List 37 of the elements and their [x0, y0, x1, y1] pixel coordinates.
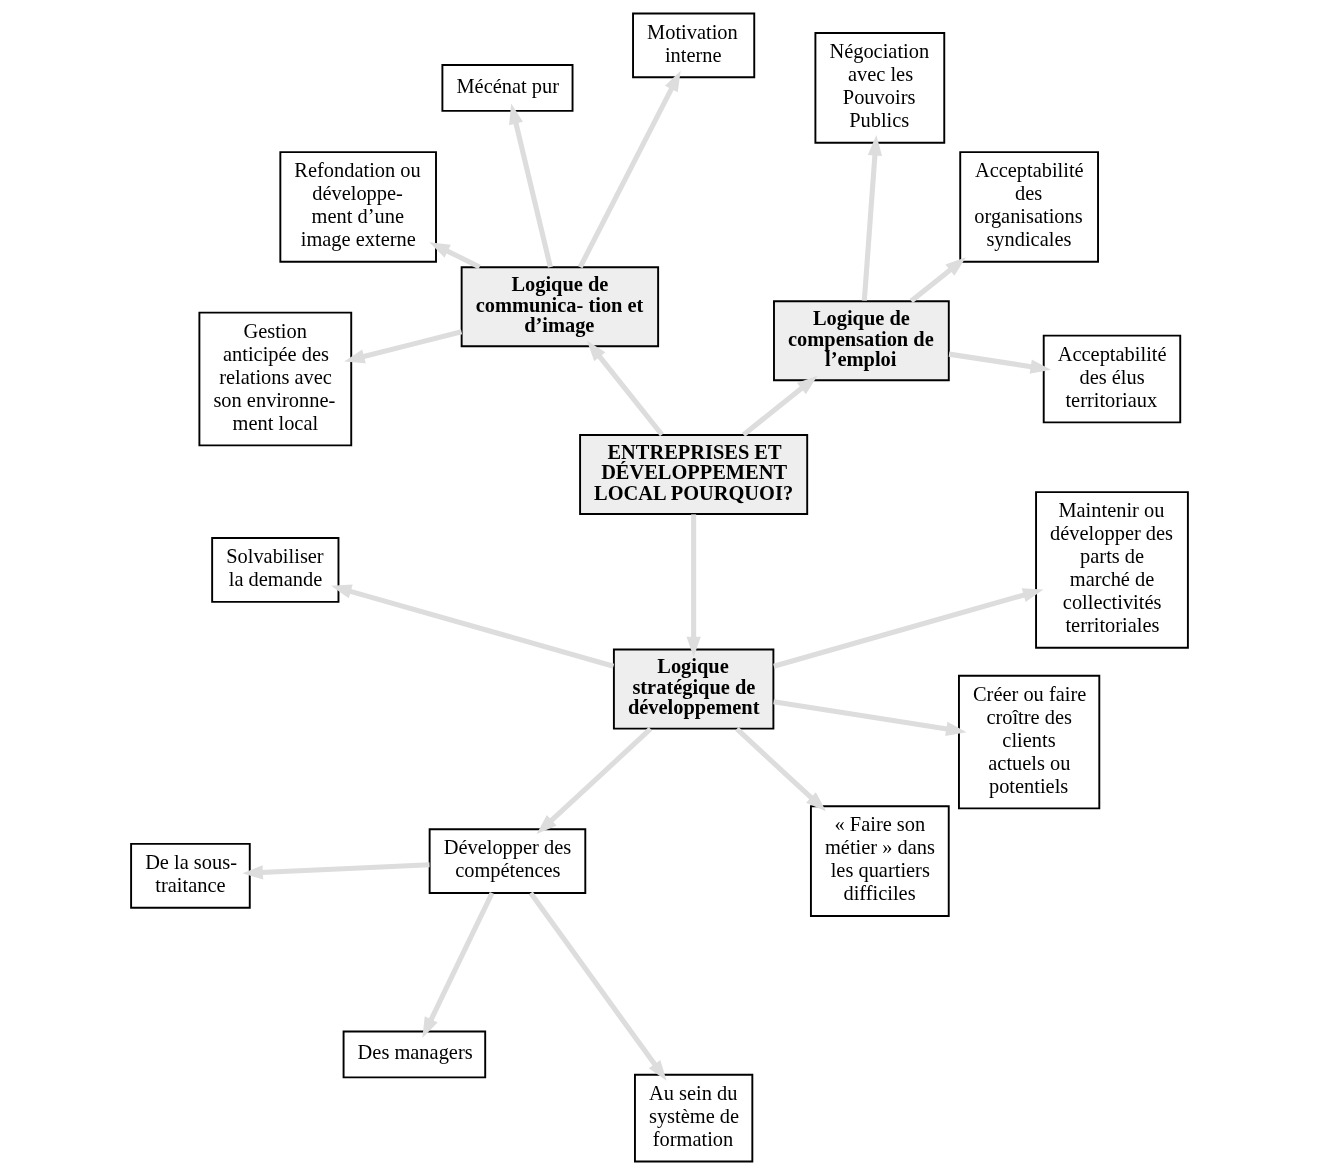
- node-box: Négociation avec les Pouvoirs Publics: [814, 32, 946, 144]
- node-box: Développer des compétences: [428, 828, 587, 894]
- arrow: [861, 135, 883, 301]
- node-box: Acceptabilité des élus territoriaux: [1042, 334, 1182, 424]
- node-box: Logique de communica- tion et d’image: [460, 266, 660, 348]
- node-box: Logique stratégique de développement: [612, 648, 775, 730]
- arrow: [429, 242, 481, 270]
- node-box: Solvabiliser la demande: [211, 537, 340, 603]
- arrow: [773, 588, 1044, 669]
- arrow: [422, 891, 495, 1038]
- node-box: De la sous- traitance: [130, 842, 251, 909]
- node-box: Mécénat pur: [441, 63, 574, 112]
- node-box: Gestion anticipée des relations avec son environne- ment local: [198, 311, 353, 447]
- arrow: [741, 375, 818, 437]
- arrow: [773, 699, 967, 736]
- node-box: Créer ou faire croître des clients actuels ou potentiels: [958, 674, 1101, 810]
- node-box: Maintenir ou développer des parts de marché de collectivités territoriales: [1035, 491, 1189, 649]
- arrow: [242, 862, 430, 880]
- arrow: [577, 70, 681, 269]
- node-box: Au sein du système de formation: [634, 1073, 754, 1163]
- node-box: ENTREPRISES ET DÉVELOPPEMENT LOCAL POURQUOI?: [579, 433, 809, 515]
- node-box: Motivation interne: [632, 12, 756, 79]
- arrow: [686, 514, 701, 658]
- node-box: Logique de compensation de l’emploi: [773, 300, 950, 382]
- node-box: Des managers: [342, 1030, 487, 1079]
- node-box: Acceptabilité des organisations syndicales: [959, 151, 1099, 263]
- arrow: [509, 103, 553, 268]
- arrow: [587, 340, 664, 437]
- arrow: [344, 329, 463, 364]
- node-box: « Faire son métier » dans les quartiers difficiles: [809, 805, 950, 917]
- arrow: [948, 351, 1051, 374]
- arrow: [331, 584, 615, 669]
- node-box: Refondation ou développe- ment d’une image externe: [279, 151, 437, 263]
- arrow: [528, 891, 667, 1081]
- arrow: [536, 727, 653, 835]
- arrow: [735, 727, 826, 812]
- arrow: [909, 257, 966, 303]
